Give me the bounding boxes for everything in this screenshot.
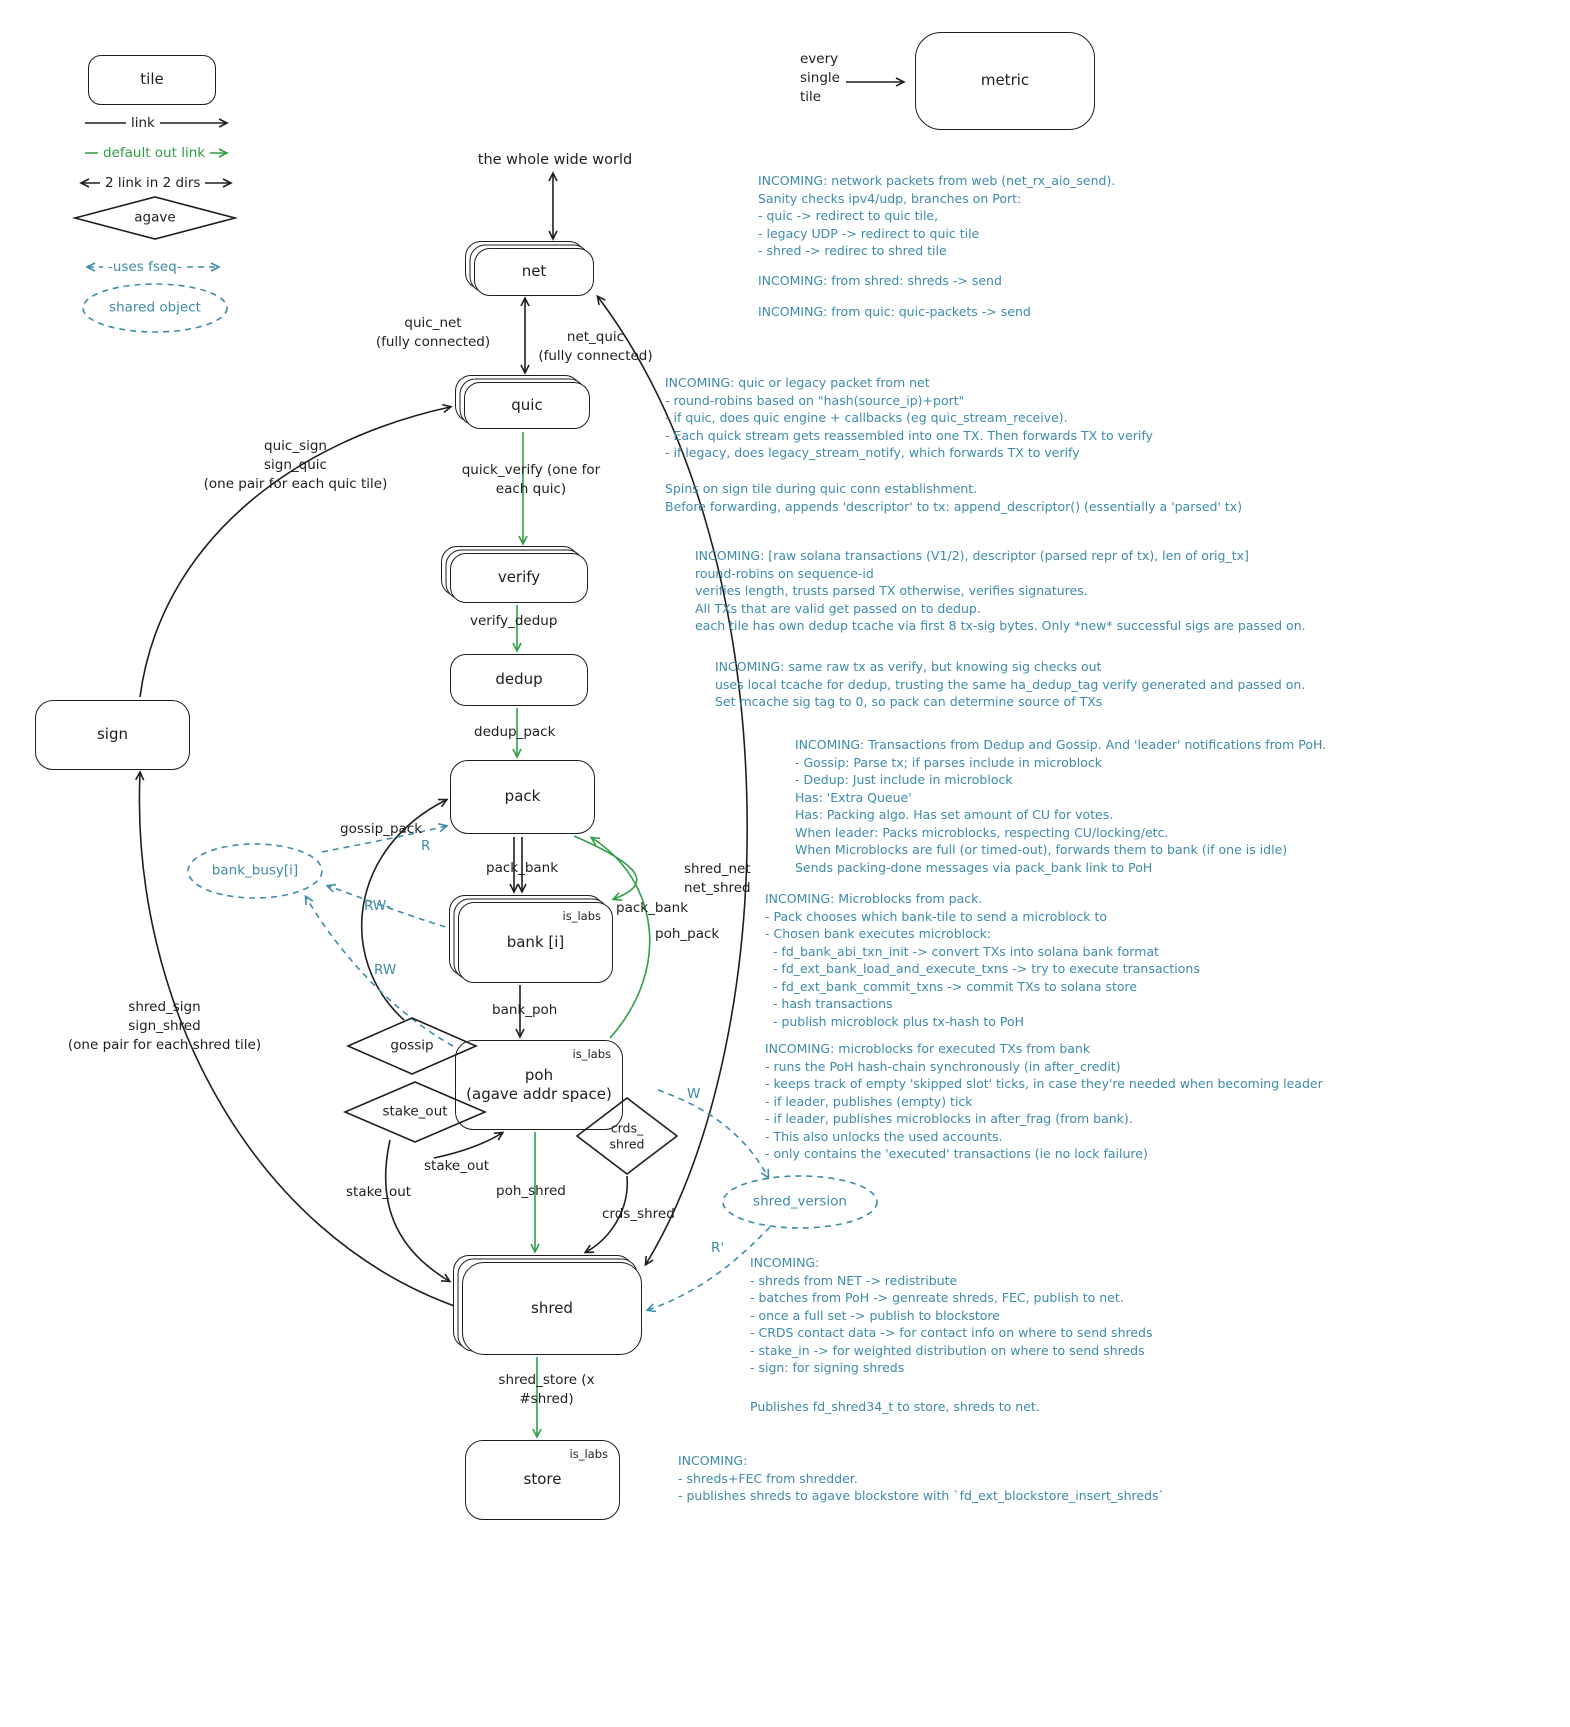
annotation-net-from-shred: INCOMING: from shred: shreds -> send xyxy=(758,273,1002,288)
net-label: net xyxy=(521,262,547,281)
arrow-shred-net xyxy=(596,294,748,1267)
legend-shared-object-ellipse xyxy=(82,283,228,333)
fseq-bank-bankbusy xyxy=(325,883,457,931)
store-label: store xyxy=(523,1470,562,1489)
annotation-shred: INCOMING: - shreds from NET -> redistrib… xyxy=(750,1255,1153,1375)
edge-label-quic-net: quic_net (fully connected) xyxy=(375,315,491,350)
edge-label-stake-out-poh: stake_out xyxy=(424,1158,490,1174)
edge-label-shred-store: shred_store (x #shred) xyxy=(498,1372,595,1407)
arrow-crds-shred xyxy=(583,1175,628,1254)
gossip-label: gossip xyxy=(390,1037,434,1054)
fseq-poh-shredversion xyxy=(657,1089,770,1180)
poh-label: poh (agave addr space) xyxy=(466,1065,612,1104)
shred-node: shred xyxy=(453,1255,642,1355)
fseq-shredversion-shred xyxy=(645,1226,771,1313)
annotation-pack: INCOMING: Transactions from Dedup and Go… xyxy=(795,737,1327,875)
legend-uses-fseq-label: -uses fseq- xyxy=(103,258,187,277)
annotation-poh: INCOMING: microblocks for executed TXs f… xyxy=(765,1041,1323,1161)
bank-busy-ellipse xyxy=(187,843,323,899)
fseq-label-rw: RW xyxy=(374,962,397,978)
legend-tile-label: tile xyxy=(140,70,164,89)
verify-label: verify xyxy=(497,568,541,587)
edge-label-pack-bank: pack_bank xyxy=(486,860,559,876)
pack-node: pack xyxy=(450,760,595,834)
arrow-stakeout-poh xyxy=(433,1131,505,1159)
store-node: store is_labs xyxy=(465,1440,620,1520)
fseq-label-w: W xyxy=(687,1086,701,1102)
bank-is-labs-tag: is_labs xyxy=(562,909,601,923)
fseq-label-r: R xyxy=(421,838,431,854)
fseq-bankbusy-pack xyxy=(321,823,449,853)
edge-label-quick-verify: quick_verify (one for each quic) xyxy=(461,462,601,497)
metric-caption: every single tile xyxy=(800,51,840,105)
store-is-labs-tag: is_labs xyxy=(569,1447,608,1461)
edge-label-dedup-pack: dedup_pack xyxy=(474,724,556,740)
verify-node: verify xyxy=(441,546,588,603)
shred-version-label: shred_version xyxy=(753,1193,847,1210)
edge-label-shred-sign: shred_sign sign_shred (one pair for each… xyxy=(67,999,262,1053)
annotation-quic-sign: Spins on sign tile during quic conn esta… xyxy=(665,481,1243,514)
edge-label-verify-dedup: verify_dedup xyxy=(470,613,558,629)
legend-two-dirs-label: 2 link in 2 dirs xyxy=(100,174,206,193)
dedup-label: dedup xyxy=(495,670,543,689)
edge-label-gossip-pack: gossip_pack xyxy=(340,821,423,837)
bank-node: bank [i] is_labs xyxy=(449,895,613,983)
bank-label: bank [i] xyxy=(506,932,565,951)
edge-label-crds-shred: crds_shred xyxy=(602,1206,675,1222)
sign-node: sign xyxy=(35,700,190,770)
shred-version-ellipse xyxy=(722,1175,878,1229)
dedup-node: dedup xyxy=(450,654,588,706)
annotation-verify: INCOMING: [raw solana transactions (V1/2… xyxy=(695,548,1306,633)
edge-label-stake-out-shred: stake_out xyxy=(346,1184,412,1200)
sign-label: sign xyxy=(96,725,128,744)
poh-is-labs-tag: is_labs xyxy=(572,1047,611,1061)
edge-label-net-quic: net_quic (fully connected) xyxy=(538,329,653,364)
arrow-stakeout-shred xyxy=(384,1139,452,1283)
annotation-store: INCOMING: - shreds+FEC from shredder. - … xyxy=(678,1453,1165,1503)
arrow-pack-bank-green xyxy=(573,835,638,901)
arrow-shred-sign xyxy=(135,770,461,1309)
shred-label: shred xyxy=(531,1298,573,1317)
annotation-shred-publish: Publishes fd_shred34_t to store, shreds … xyxy=(750,1399,1040,1414)
legend-shared-object-label: shared object xyxy=(109,299,201,316)
arrow-sign-quic xyxy=(139,403,453,698)
net-node: net xyxy=(465,241,594,296)
legend-default-out-link-label: default out link xyxy=(98,144,211,163)
edge-label-pack-bank-right: pack_bank xyxy=(616,900,689,916)
crds-shred-label: crds_ shred xyxy=(609,1120,645,1151)
edge-label-quic-sign: quic_sign sign_quic (one pair for each q… xyxy=(203,438,388,492)
legend-link-label: link xyxy=(126,114,160,133)
metric-node-label: metric xyxy=(980,71,1030,90)
metric-node: metric xyxy=(915,32,1095,130)
quic-label: quic xyxy=(511,395,543,414)
legend-agave-diamond xyxy=(71,196,239,240)
annotation-bank: INCOMING: Microblocks from pack. - Pack … xyxy=(765,891,1200,1029)
edge-label-poh-pack: poh_pack xyxy=(655,926,720,942)
annotation-net-from-quic: INCOMING: from quic: quic-packets -> sen… xyxy=(758,304,1031,319)
edge-label-bank-poh: bank_poh xyxy=(492,1002,558,1018)
edge-label-poh-shred: poh_shred xyxy=(496,1183,566,1199)
bank-busy-label: bank_busy[i] xyxy=(211,862,299,879)
annotation-net: INCOMING: network packets from web (net_… xyxy=(758,173,1116,258)
legend-agave-label: agave xyxy=(134,209,176,226)
legend-tile-node: tile xyxy=(88,55,216,105)
quic-node: quic xyxy=(455,375,590,429)
poh-node: poh (agave addr space) is_labs xyxy=(455,1040,623,1130)
annotation-dedup: INCOMING: same raw tx as verify, but kno… xyxy=(715,659,1306,709)
annotation-quic: INCOMING: quic or legacy packet from net… xyxy=(665,375,1153,460)
edge-label-shred-net: shred_net net_shred xyxy=(684,861,751,896)
pack-label: pack xyxy=(504,787,541,806)
fseq-label-r-prime: R' xyxy=(711,1240,725,1256)
world-label: the whole wide world xyxy=(477,152,633,168)
stake-out-label: stake_out xyxy=(382,1103,448,1120)
fseq-label-rw-minus: RW- xyxy=(364,898,391,914)
